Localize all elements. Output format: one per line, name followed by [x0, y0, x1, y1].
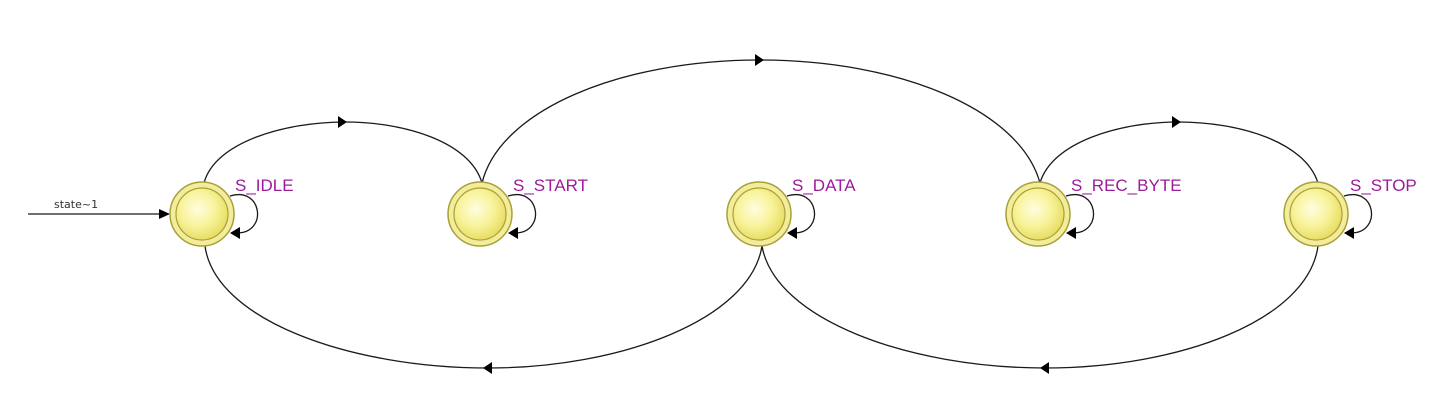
transition-recbyte-to-stop — [1039, 116, 1319, 184]
transition-start-to-recbyte — [481, 54, 1041, 184]
transition-start-to-recbyte-arrowhead — [755, 54, 764, 66]
transition-data-to-idle-path — [204, 245, 763, 369]
self-loop-start-arrowhead — [508, 227, 518, 239]
self-loop-recbyte — [1065, 193, 1095, 239]
self-loop-data-path — [786, 193, 816, 234]
transition-stop-to-data — [761, 245, 1319, 374]
initial-transition-label: state~1 — [54, 198, 98, 211]
transition-stop-to-data-path — [761, 245, 1319, 369]
initial-transition: state~1 — [28, 198, 170, 219]
self-loop-data — [786, 193, 816, 239]
self-loop-idle-arrowhead — [230, 227, 240, 239]
state-start[interactable]: S_START — [447, 176, 588, 247]
transition-recbyte-to-stop-arrowhead — [1172, 116, 1181, 128]
transition-idle-to-start — [203, 116, 483, 184]
transition-data-to-idle — [204, 245, 763, 374]
self-loop-stop — [1343, 193, 1373, 239]
transition-data-to-idle-arrowhead — [483, 362, 492, 374]
transition-start-to-recbyte-path — [481, 59, 1041, 184]
state-idle[interactable]: S_IDLE — [169, 176, 294, 247]
self-loop-start — [507, 193, 537, 239]
self-loop-idle-path — [229, 193, 259, 234]
self-loop-idle — [229, 193, 259, 239]
state-recbyte-circle — [1011, 187, 1065, 241]
self-loop-start-path — [507, 193, 537, 234]
self-loop-data-arrowhead — [787, 227, 797, 239]
state-recbyte-label: S_REC_BYTE — [1071, 176, 1182, 195]
transition-idle-to-start-path — [203, 121, 483, 184]
self-loop-stop-arrowhead — [1344, 227, 1354, 239]
self-loop-recbyte-path — [1065, 193, 1095, 234]
state-stop-circle — [1289, 187, 1343, 241]
self-loop-stop-path — [1343, 193, 1373, 234]
initial-transition-arrowhead — [159, 209, 170, 219]
state-data-circle — [732, 187, 786, 241]
state-stop[interactable]: S_STOP — [1283, 176, 1417, 247]
state-data[interactable]: S_DATA — [726, 176, 856, 247]
state-idle-circle — [175, 187, 229, 241]
self-loop-recbyte-arrowhead — [1066, 227, 1076, 239]
state-start-circle — [453, 187, 507, 241]
transition-idle-to-start-arrowhead — [338, 116, 347, 128]
state-data-label: S_DATA — [792, 176, 856, 195]
transition-stop-to-data-arrowhead — [1040, 362, 1049, 374]
transition-recbyte-to-stop-path — [1039, 121, 1319, 184]
state-idle-label: S_IDLE — [235, 176, 294, 195]
state-start-label: S_START — [513, 176, 588, 195]
state-stop-label: S_STOP — [1350, 176, 1417, 195]
state-recbyte[interactable]: S_REC_BYTE — [1005, 176, 1182, 247]
